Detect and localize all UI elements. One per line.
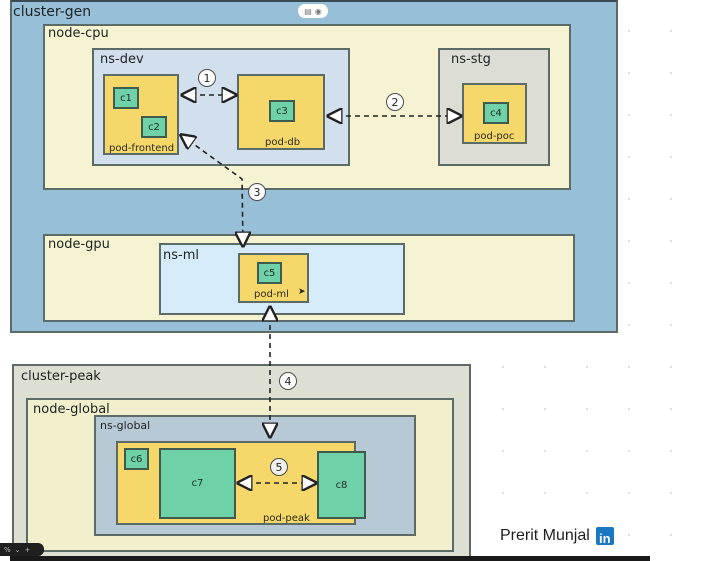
container-c1[interactable]: c1 [113,87,139,109]
chevron-down-icon[interactable]: ⌄ [14,545,21,554]
zoom-control[interactable]: % ⌄ + [0,543,44,556]
pod-poc-label: pod-poc [474,131,515,142]
step-badge-4: 4 [279,372,297,390]
container-c2[interactable]: c2 [141,116,167,138]
step-badge-1: 1 [198,69,216,87]
pod-ml-label: pod-ml [254,289,289,300]
ns-ml-label: ns-ml [163,248,199,263]
step-badge-3: 3 [248,183,266,201]
ns-global-label: ns-global [100,419,151,432]
container-c6[interactable]: c6 [124,448,149,470]
pod-db-label: pod-db [265,137,301,148]
node-gpu-label: node-gpu [48,237,110,252]
author-name: Prerit Munjal [500,527,590,544]
view-toggle-pill[interactable]: ▤ ◉ [298,4,328,18]
mouse-cursor-icon: ➤ [298,287,306,297]
bottom-bar [10,556,650,561]
step-badge-2: 2 [386,93,404,111]
layout-icon[interactable]: ▤ [304,6,312,16]
container-c8[interactable]: c8 [317,451,366,519]
ns-dev-label: ns-dev [100,52,144,67]
zoom-level[interactable]: % [4,545,11,554]
author-watermark: Prerit Munjal in [500,527,614,545]
container-c5[interactable]: c5 [257,262,282,284]
node-cpu-label: node-cpu [48,26,109,41]
zoom-in-icon[interactable]: + [24,545,31,554]
container-c7[interactable]: c7 [159,448,236,519]
pod-peak-label: pod-peak [263,513,310,524]
cluster-gen-label: cluster-gen [13,4,92,20]
step-badge-5: 5 [270,458,288,476]
ns-stg-label: ns-stg [451,52,491,67]
container-c4[interactable]: c4 [483,102,509,124]
pod-frontend-label: pod-frontend [109,143,175,154]
eye-icon[interactable]: ◉ [314,6,322,16]
linkedin-icon: in [595,527,614,545]
node-global-label: node-global [33,402,110,417]
cluster-peak-label: cluster-peak [21,369,101,384]
container-c3[interactable]: c3 [269,100,295,122]
